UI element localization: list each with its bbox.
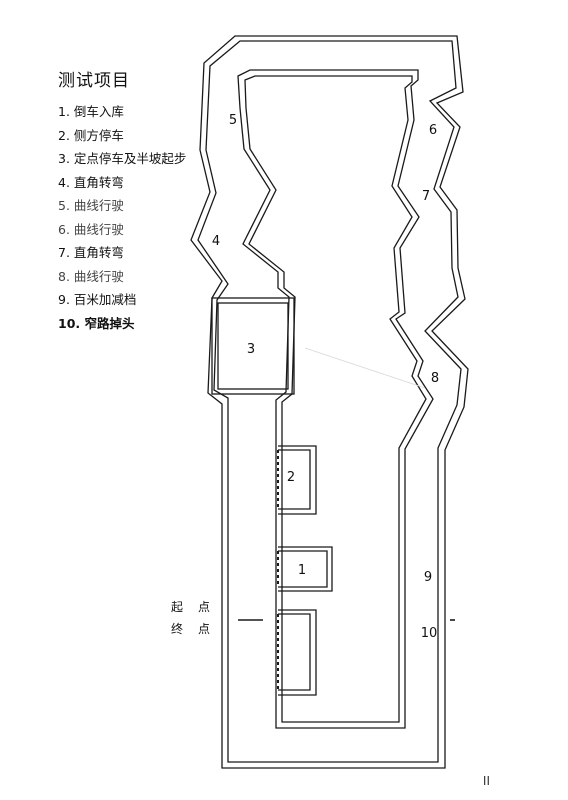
list-item: 10. 窄路掉头 — [58, 315, 135, 331]
test-item-list: 1. 倒车入库 2. 侧方停车 3. 定点停车及半坡起步 4. 直角转弯 5. … — [58, 104, 186, 339]
list-item: 9. 百米加减档 — [58, 292, 137, 307]
faint-guide-line — [304, 347, 426, 389]
label-10: 10 — [421, 626, 438, 641]
reverse-parking-bay — [278, 546, 333, 592]
list-item: 8. 曲线行驶 — [58, 268, 124, 284]
label-9: 9 — [424, 570, 432, 585]
side-parking-bay — [278, 445, 317, 515]
slope-area-box-inner — [217, 302, 289, 390]
slope-area-box — [211, 297, 295, 395]
lower-bay-inner — [278, 613, 311, 691]
course-outer-edge-inner — [197, 40, 462, 763]
reverse-parking-bay-inner — [278, 550, 328, 588]
label-4: 4 — [212, 234, 220, 249]
label-8: 8 — [431, 371, 439, 386]
page-title: 测试项目 — [58, 71, 130, 91]
page-number: II — [482, 774, 490, 788]
list-item: 4. 直角转弯 — [58, 174, 124, 190]
course-inner-edge — [237, 69, 434, 729]
end-label-char-1: 终 — [171, 621, 183, 636]
start-label-char-1: 起 — [171, 600, 183, 614]
course-inner-edge-inner — [244, 75, 427, 723]
label-5: 5 — [229, 113, 237, 128]
label-6: 6 — [429, 123, 437, 138]
side-parking-bay-inner — [278, 449, 311, 510]
label-3: 3 — [247, 342, 255, 357]
list-item: 6. 曲线行驶 — [58, 221, 124, 237]
start-label-char-2: 点 — [198, 600, 210, 614]
label-2: 2 — [287, 470, 295, 485]
list-item: 3. 定点停车及半坡起步 — [58, 151, 187, 166]
label-1: 1 — [298, 563, 306, 578]
lower-bay — [278, 609, 317, 696]
list-item: 2. 侧方停车 — [58, 127, 124, 143]
list-item: 1. 倒车入库 — [58, 104, 124, 119]
end-label-char-2: 点 — [198, 622, 210, 636]
list-item: 5. 曲线行驶 — [58, 198, 124, 213]
list-item: 7. 直角转弯 — [58, 245, 124, 260]
course-outer-edge — [190, 35, 469, 769]
label-7: 7 — [422, 189, 430, 204]
